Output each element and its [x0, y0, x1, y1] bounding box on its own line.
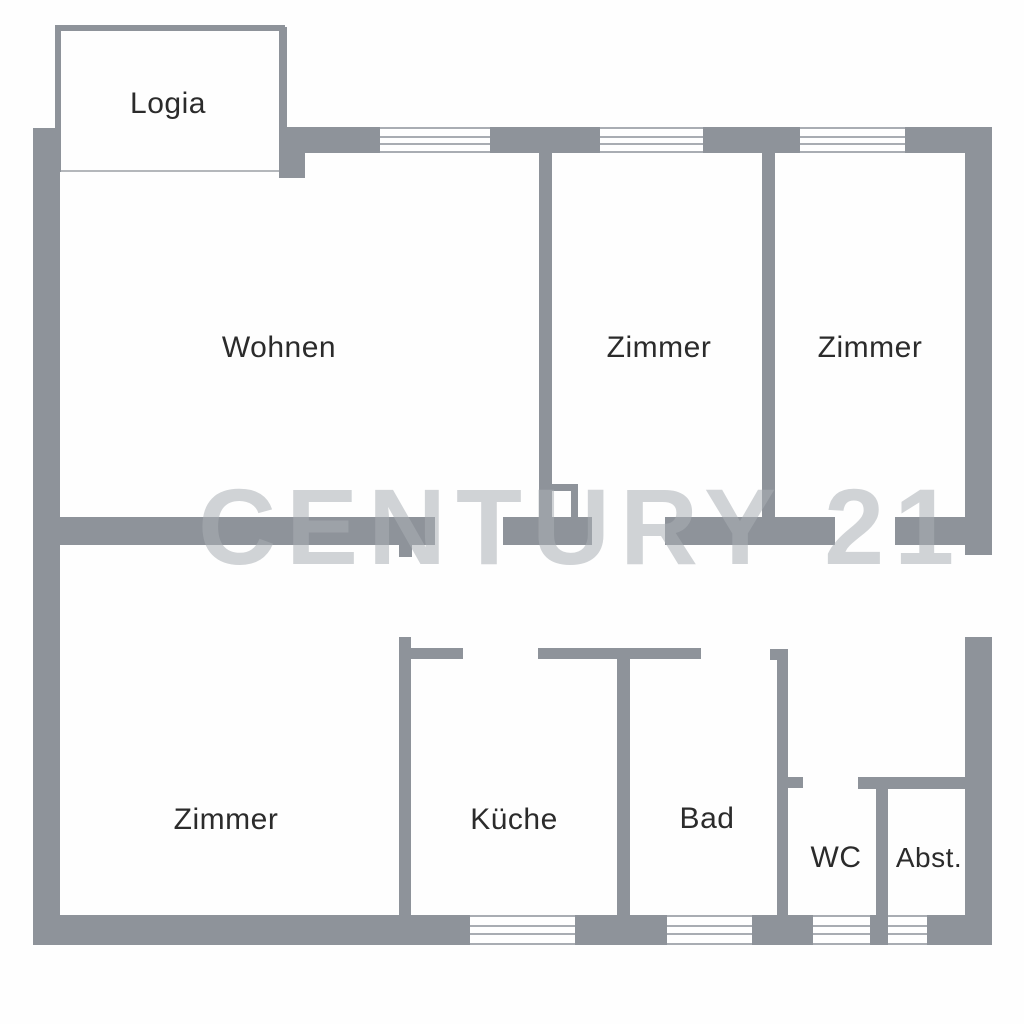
- door-jamb-wohnen-h: [552, 484, 578, 491]
- room-label-bad: Bad: [679, 802, 735, 835]
- window-bottom-kueche: [470, 915, 575, 945]
- door-jamb-wohnen-v: [571, 484, 578, 517]
- wall-zimmer-zimmer: [762, 153, 775, 517]
- wall-top-segment-2: [490, 127, 600, 153]
- wall-wohnen-zimmer: [539, 153, 552, 517]
- logia-threshold-line: [61, 170, 279, 172]
- room-label-zimmer-bottom: Zimmer: [173, 803, 279, 836]
- wall-middle-segment-4: [895, 517, 992, 545]
- wall-kueche-top-stub: [411, 648, 463, 659]
- room-label-zimmer-top-right: Zimmer: [817, 331, 923, 364]
- wall-bottom-segment-3: [752, 915, 813, 945]
- wall-outer-right-upper: [965, 153, 992, 555]
- door-jamb-zimmer-bottom: [399, 545, 412, 557]
- wall-top-segment-4: [905, 127, 992, 153]
- window-top-zimmer-center: [600, 127, 703, 153]
- window-top-wohnen: [380, 127, 490, 153]
- wall-outer-left: [33, 128, 60, 945]
- wall-bottom-segment-5: [927, 915, 992, 945]
- wall-bad-right: [777, 649, 788, 915]
- room-label-abst: Abst.: [895, 842, 963, 873]
- door-jamb-wc: [788, 777, 803, 788]
- room-label-wohnen: Wohnen: [221, 331, 337, 364]
- wall-outer-right-lower: [965, 637, 992, 945]
- wall-bottom-segment-2: [575, 915, 667, 945]
- wall-logia-left: [55, 25, 61, 172]
- window-top-zimmer-right: [800, 127, 905, 153]
- wall-middle-segment-3: [665, 517, 835, 545]
- wall-bad-top: [538, 648, 701, 659]
- wall-top-segment-1: [305, 127, 380, 153]
- room-label-zimmer-top-center: Zimmer: [606, 331, 712, 364]
- room-label-wc: WC: [810, 841, 862, 874]
- wall-logia-right: [279, 27, 287, 129]
- room-label-logia: Logia: [130, 87, 206, 120]
- wall-bottom-segment-1: [33, 915, 470, 945]
- wall-top-segment-3: [703, 127, 800, 153]
- wall-bottom-segment-4: [870, 915, 888, 945]
- window-bottom-wc: [813, 915, 870, 945]
- wall-logia-right-pier: [279, 127, 305, 178]
- wall-abst-top: [858, 777, 965, 789]
- wall-logia-top: [55, 25, 285, 31]
- window-bottom-bad: [667, 915, 752, 945]
- wall-kueche-bad: [617, 659, 630, 915]
- wall-wc-abst: [876, 789, 888, 915]
- window-bottom-abst: [888, 915, 927, 945]
- wall-middle-segment-2: [503, 517, 592, 545]
- wall-middle-segment-1: [60, 517, 435, 545]
- wall-kueche-left: [399, 637, 411, 915]
- room-label-kueche: Küche: [470, 803, 558, 836]
